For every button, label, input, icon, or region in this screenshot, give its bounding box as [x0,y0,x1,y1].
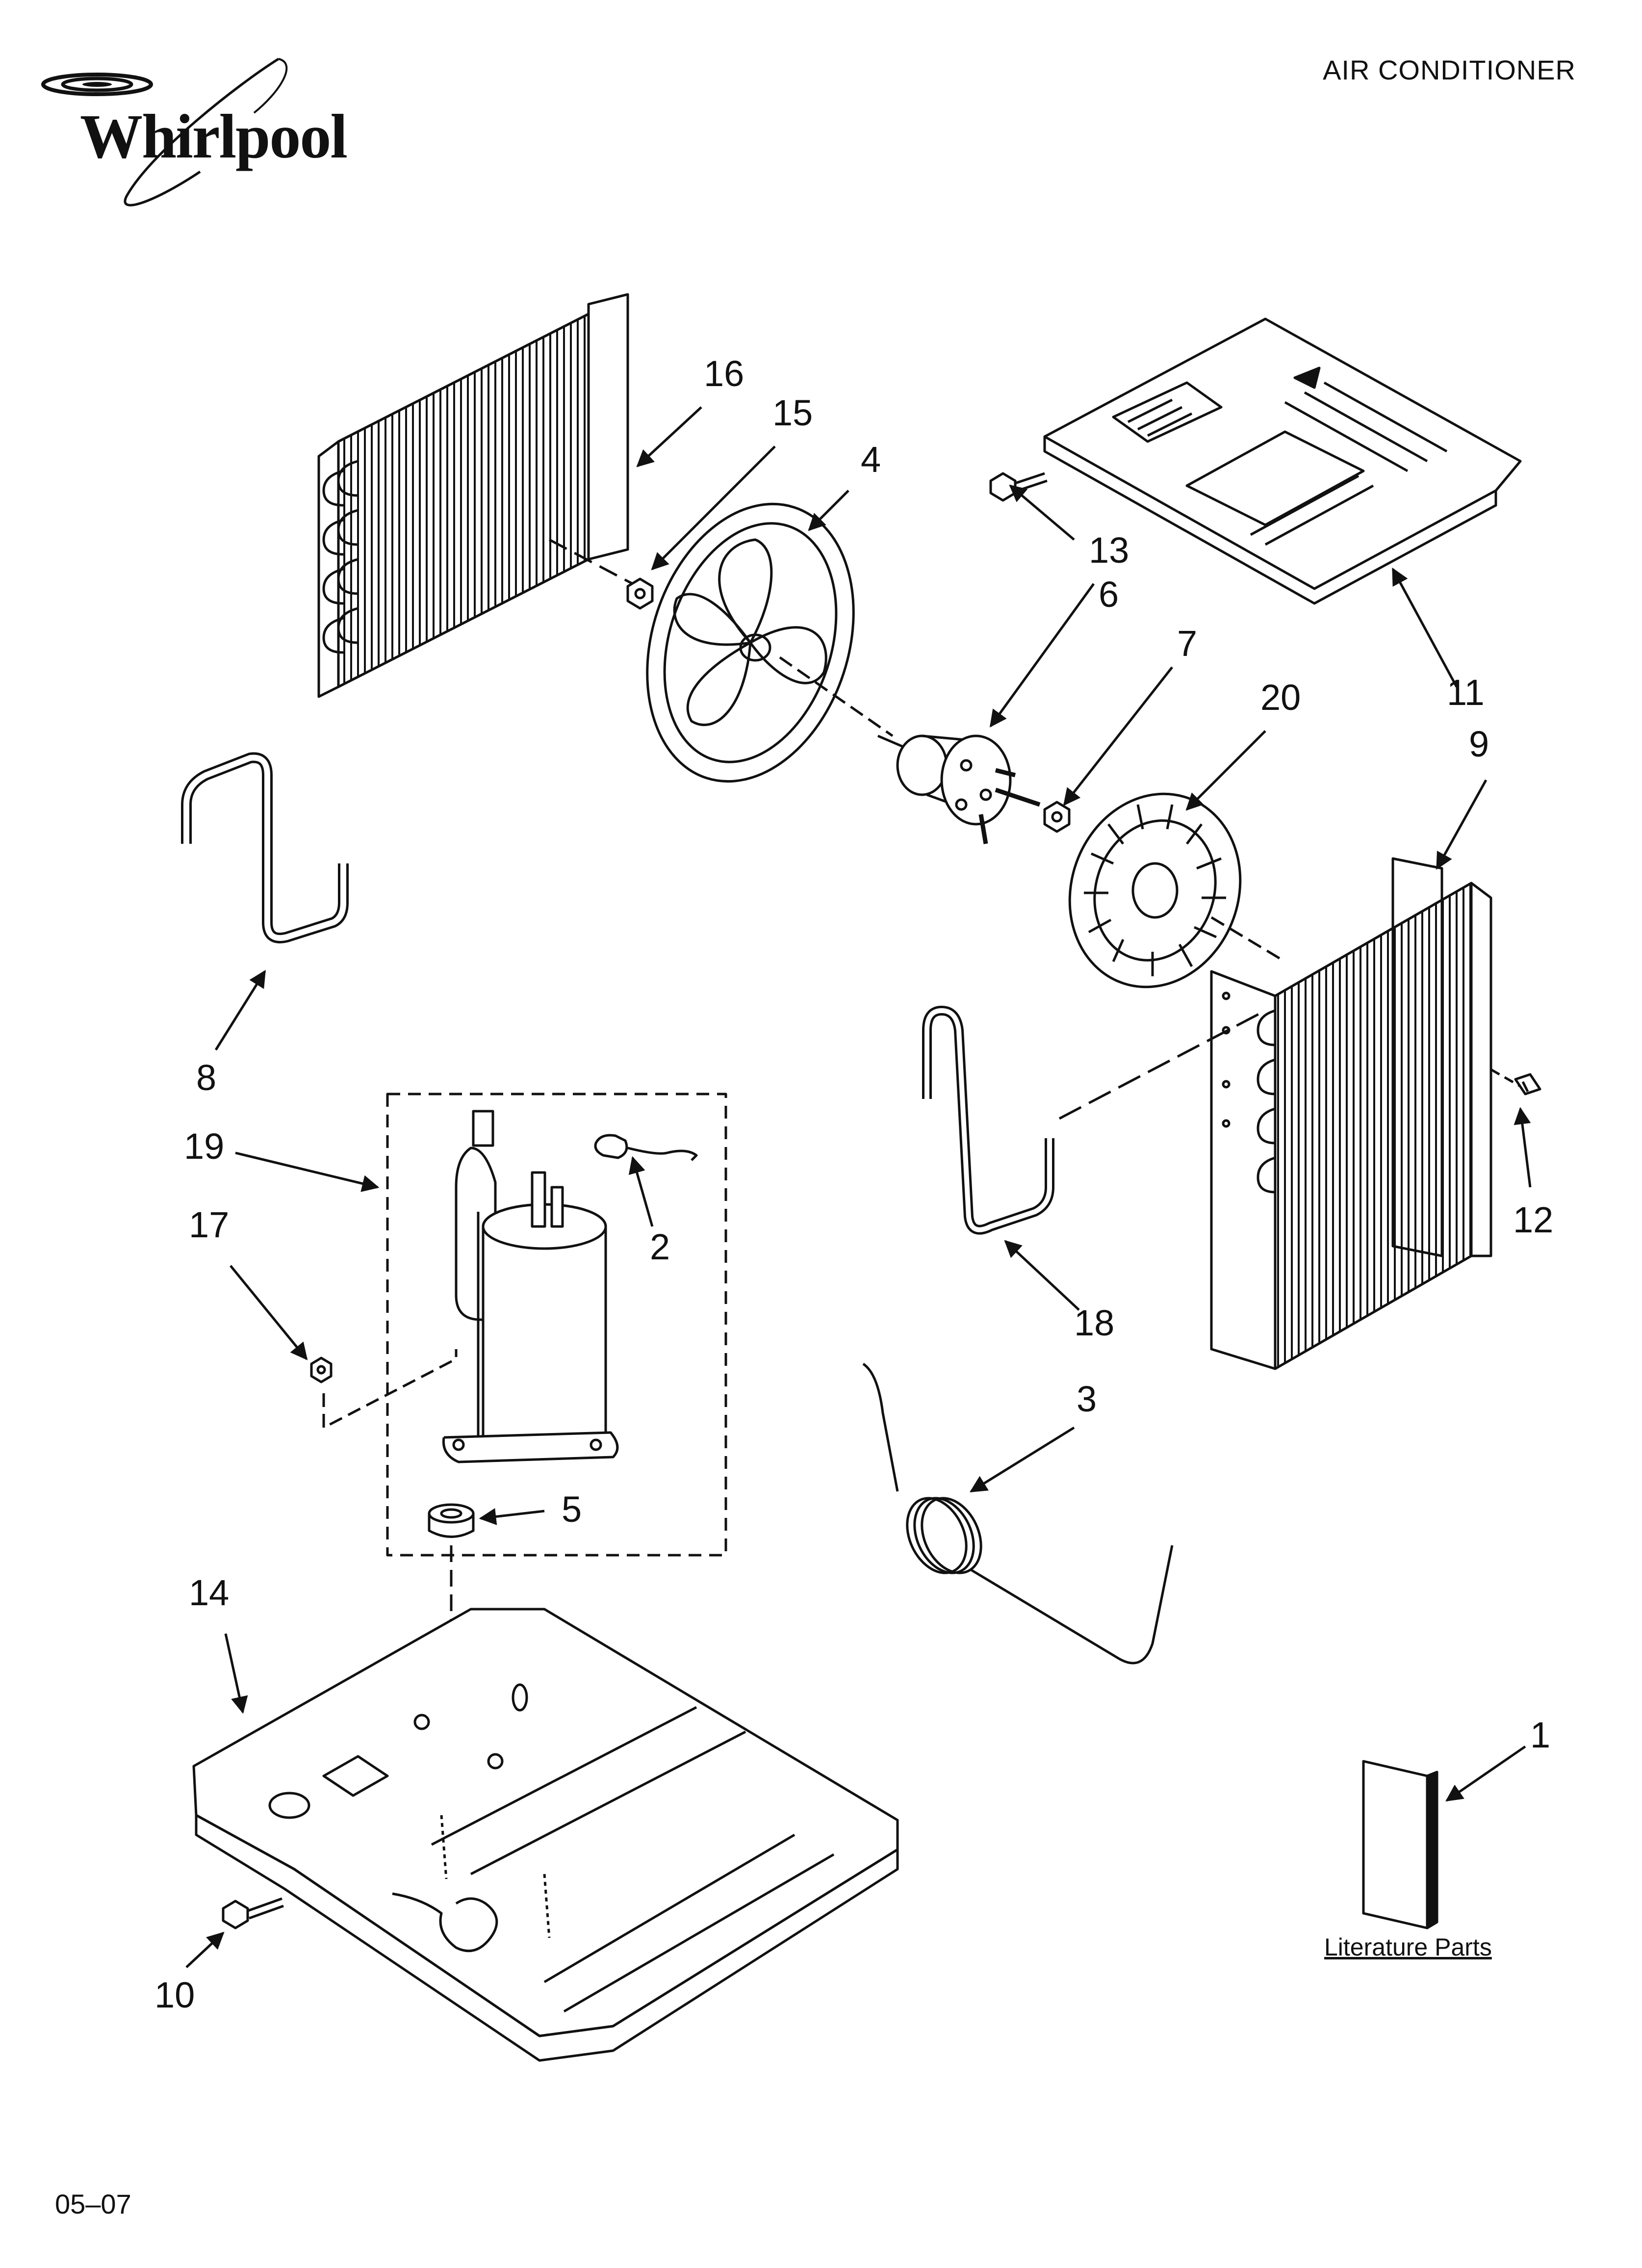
callout-arrows [185,406,1532,1968]
top-cover [1043,317,1522,605]
brand-wordmark: Whirlpool [80,102,348,171]
condenser-fan-blade [646,502,894,783]
footer-code: 05–07 [55,2189,131,2219]
compressor [442,1110,619,1463]
callout-11: 11 [1447,672,1485,713]
logo-swirl-icon [41,57,288,207]
compressor-assembly-box [386,1093,727,1557]
capillary-tube [862,1362,1174,1665]
evaporator-coil [1210,857,1526,1370]
brand-logo: Whirlpool [24,54,348,216]
callout-2: 2 [650,1226,670,1267]
fan-nut [626,577,654,610]
page-title: AIR CONDITIONER [1323,54,1576,85]
callout-14: 14 [189,1572,230,1613]
cover-screw [989,472,1048,502]
callout-7: 7 [1177,623,1198,664]
callout-15: 15 [772,392,813,433]
literature-booklet [1362,1760,1438,1929]
compressor-grommet [428,1503,475,1835]
callout-12: 12 [1513,1199,1554,1240]
callout-9: 9 [1469,724,1489,764]
callout-16: 16 [704,353,744,394]
coil-clip [1514,1073,1541,1095]
callout-20: 20 [1260,677,1301,718]
base-screw [222,1897,284,1929]
blower-nut [1043,801,1071,833]
literature-parts-caption: Literature Parts [1324,1933,1492,1961]
condenser-coil [317,293,634,698]
callout-4: 4 [861,439,881,480]
callout-10: 10 [154,1975,195,2015]
callout-19: 19 [184,1126,225,1167]
callout-5: 5 [562,1489,582,1530]
overload-protector [594,1134,698,1161]
suction-tube [922,1006,1266,1235]
callout-6: 6 [1099,574,1119,615]
mounting-nut [310,1349,458,1429]
callout-18: 18 [1074,1303,1115,1343]
callout-1: 1 [1530,1715,1551,1755]
callout-17: 17 [189,1204,230,1245]
callout-8: 8 [196,1057,217,1098]
base-pan [192,1608,899,2062]
discharge-tube [181,752,349,943]
callout-13: 13 [1089,530,1129,571]
fan-motor [877,734,1041,844]
callout-3: 3 [1077,1379,1097,1419]
blower-wheel [1068,792,1286,989]
